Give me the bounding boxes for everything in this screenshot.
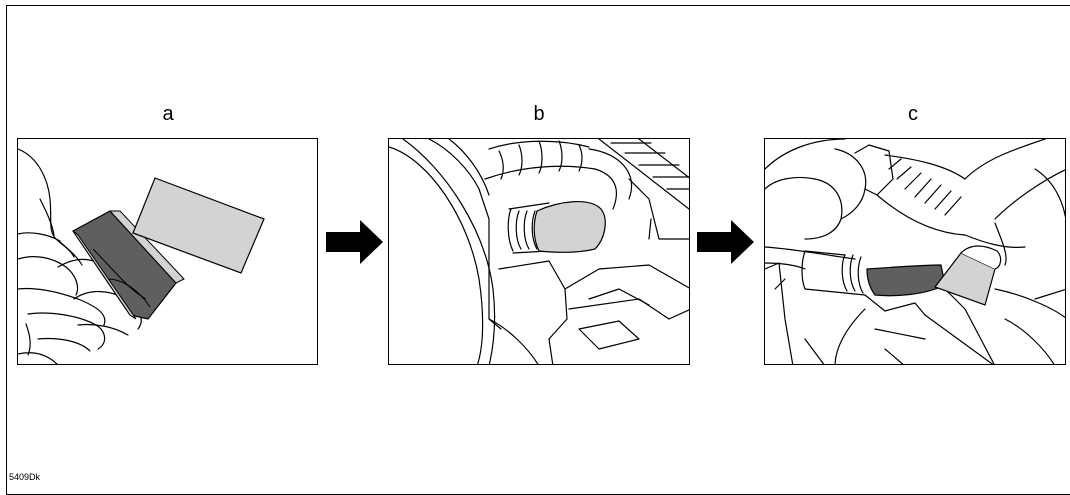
right-arrow-icon [326, 220, 383, 264]
step-label-c: c [908, 103, 918, 125]
hand-peeling-tape-illustration [18, 148, 265, 364]
right-arrow-icon [697, 220, 754, 264]
panel-b-apply-tape [388, 138, 690, 365]
panel-c-remove-backing [764, 138, 1066, 365]
panel-a-peel-tape [17, 138, 318, 365]
hose-tape-applied-illustration [389, 139, 689, 364]
figure-code: 5409Dk [9, 472, 41, 482]
step-label-b: b [533, 103, 545, 125]
step-label-a: a [162, 103, 174, 125]
remove-tape-backing-illustration [765, 139, 1065, 364]
